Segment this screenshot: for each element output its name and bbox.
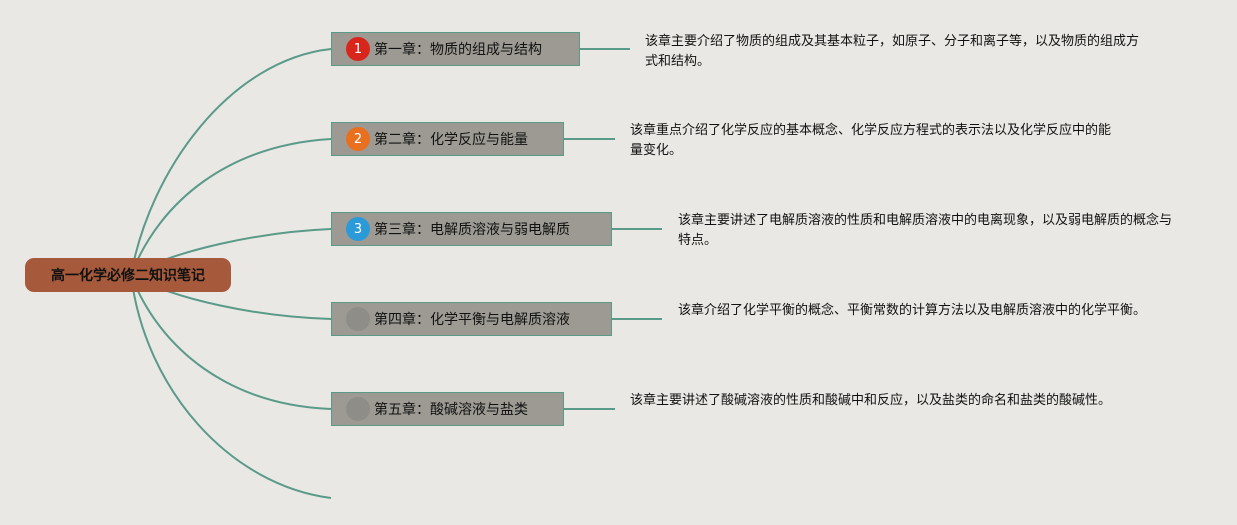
chapter-4-node[interactable]: 第四章：化学平衡与电解质溶液	[331, 302, 612, 336]
chapter-5-description: 该章主要讲述了酸碱溶液的性质和酸碱中和反应，以及盐类的命名和盐类的酸碱性。	[630, 393, 1112, 408]
root-to-branch-6-edge	[130, 274, 332, 499]
root-to-branch-2-edge	[130, 138, 332, 276]
chapter-2-node[interactable]: 2 第二章：化学反应与能量	[331, 122, 564, 156]
chapter-5-node[interactable]: 第五章：酸碱溶液与盐类	[331, 392, 564, 426]
chapter-3-description: 该章主要讲述了电解质溶液的性质和电解质溶液中的电离现象，以及弱电解质的概念与特点…	[678, 213, 1173, 248]
chapter-1-number-badge: 1	[346, 37, 370, 61]
chapter-3-number-badge: 3	[346, 217, 370, 241]
chapter-4-title: 第四章：化学平衡与电解质溶液	[374, 312, 570, 328]
chapter-1-description: 该章主要介绍了物质的组成及其基本粒子，如原子、分子和离子等，以及物质的组成方式和…	[645, 34, 1140, 69]
chapter-5-number-badge	[346, 397, 370, 421]
root-to-branch-5-edge	[130, 274, 332, 410]
chapter-3-title: 第三章：电解质溶液与弱电解质	[374, 222, 570, 238]
root-node[interactable]: 高一化学必修二知识笔记	[25, 258, 231, 292]
chapter-2-description: 该章重点介绍了化学反应的基本概念、化学反应方程式的表示法以及化学反应中的能量变化…	[630, 123, 1112, 158]
chapter-4-description: 该章介绍了化学平衡的概念、平衡常数的计算方法以及电解质溶液中的化学平衡。	[678, 303, 1147, 318]
chapter-2-number-badge: 2	[346, 127, 370, 151]
root-to-branch-1-edge	[130, 48, 332, 276]
chapter-1-node[interactable]: 1 第一章：物质的组成与结构	[331, 32, 580, 66]
chapter-1-title: 第一章：物质的组成与结构	[374, 42, 542, 58]
chapter-2-title: 第二章：化学反应与能量	[374, 132, 528, 148]
root-label: 高一化学必修二知识笔记	[51, 268, 205, 284]
chapter-4-number-badge	[346, 307, 370, 331]
chapter-3-node[interactable]: 3 第三章：电解质溶液与弱电解质	[331, 212, 612, 246]
chapter-5-title: 第五章：酸碱溶液与盐类	[374, 402, 528, 418]
